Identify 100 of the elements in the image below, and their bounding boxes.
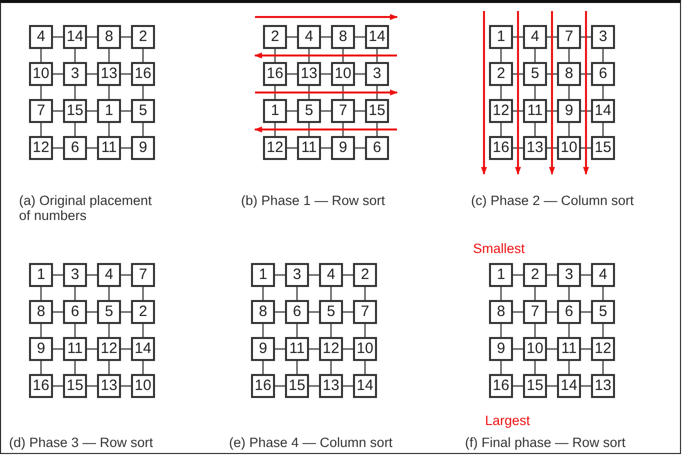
number-box: 9 [251, 337, 275, 361]
mesh-link [376, 86, 378, 99]
mesh-link [500, 324, 502, 337]
mesh-link [342, 49, 344, 62]
mesh-link [275, 311, 285, 313]
mesh-link [309, 385, 319, 387]
mesh-link [87, 348, 97, 350]
mesh-link [500, 86, 502, 99]
mesh-link [568, 324, 570, 337]
mesh-link [343, 311, 353, 313]
mesh-link [534, 324, 536, 337]
number-box: 12 [263, 136, 287, 160]
number-box: 6 [63, 136, 87, 160]
number-box: 16 [263, 62, 287, 86]
mesh-link [262, 287, 264, 300]
mesh-link [53, 36, 63, 38]
mesh-link [547, 147, 557, 149]
mesh-link [376, 123, 378, 136]
mesh-link [108, 361, 110, 374]
number-box: 5 [591, 300, 615, 324]
mesh-link [513, 385, 523, 387]
number-box: 14 [131, 337, 155, 361]
mesh-link [321, 147, 331, 149]
panel-caption: (d) Phase 3 — Row sort [9, 435, 154, 450]
mesh-link [581, 36, 591, 38]
number-box: 5 [319, 300, 343, 324]
number-box: 5 [97, 300, 121, 324]
mesh-link [568, 361, 570, 374]
number-box: 3 [591, 25, 615, 49]
number-box: 6 [285, 300, 309, 324]
mesh-link [534, 123, 536, 136]
number-box: 6 [557, 300, 581, 324]
panel-caption: (a) Original placement of numbers [19, 193, 153, 223]
mesh-link [142, 361, 144, 374]
mesh-link [602, 86, 604, 99]
number-box: 3 [63, 263, 87, 287]
mesh-link [364, 287, 366, 300]
mesh-link [296, 287, 298, 300]
mesh-link [87, 147, 97, 149]
number-box: 5 [131, 99, 155, 123]
number-box: 10 [523, 337, 547, 361]
mesh-link [547, 110, 557, 112]
mesh-link [121, 274, 131, 276]
mesh-link [87, 311, 97, 313]
mesh-link [53, 73, 63, 75]
mesh-link [287, 36, 297, 38]
mesh-link [534, 361, 536, 374]
number-box: 1 [29, 263, 53, 287]
mesh-link [40, 49, 42, 62]
number-box: 8 [557, 62, 581, 86]
number-box: 4 [297, 25, 321, 49]
mesh-link [296, 324, 298, 337]
mesh-link [500, 287, 502, 300]
mesh-link [321, 73, 331, 75]
mesh-link [547, 36, 557, 38]
mesh-link [330, 361, 332, 374]
mesh-link [364, 324, 366, 337]
mesh-link [53, 385, 63, 387]
number-box: 15 [285, 374, 309, 398]
mesh-link [513, 274, 523, 276]
mesh-link [40, 324, 42, 337]
number-box: 8 [251, 300, 275, 324]
number-box: 1 [97, 99, 121, 123]
number-box: 13 [523, 136, 547, 160]
number-box: 11 [285, 337, 309, 361]
number-box: 10 [353, 337, 377, 361]
mesh-link [602, 324, 604, 337]
number-box: 6 [63, 300, 87, 324]
mesh-link [287, 147, 297, 149]
number-box: 8 [489, 300, 513, 324]
mesh-link [87, 73, 97, 75]
number-box: 14 [63, 25, 87, 49]
mesh-link [53, 274, 63, 276]
number-box: 12 [319, 337, 343, 361]
mesh-link [142, 49, 144, 62]
number-box: 14 [557, 374, 581, 398]
number-box: 6 [591, 62, 615, 86]
mesh-link [108, 49, 110, 62]
mesh-link [287, 73, 297, 75]
mesh-link [581, 274, 591, 276]
number-box: 14 [353, 374, 377, 398]
number-box: 9 [331, 136, 355, 160]
mesh-link [40, 287, 42, 300]
number-box: 15 [365, 99, 389, 123]
number-box: 13 [97, 62, 121, 86]
mesh-link [121, 348, 131, 350]
number-box: 9 [131, 136, 155, 160]
mesh-link [500, 49, 502, 62]
mesh-link [343, 348, 353, 350]
mesh-link [355, 147, 365, 149]
mesh-link [274, 49, 276, 62]
mesh-link [568, 123, 570, 136]
number-box: 13 [297, 62, 321, 86]
mesh-link [309, 274, 319, 276]
mesh-link [355, 110, 365, 112]
number-box: 8 [97, 25, 121, 49]
number-box: 16 [29, 374, 53, 398]
number-box: 15 [63, 374, 87, 398]
mesh-link [142, 324, 144, 337]
mesh-link [108, 123, 110, 136]
